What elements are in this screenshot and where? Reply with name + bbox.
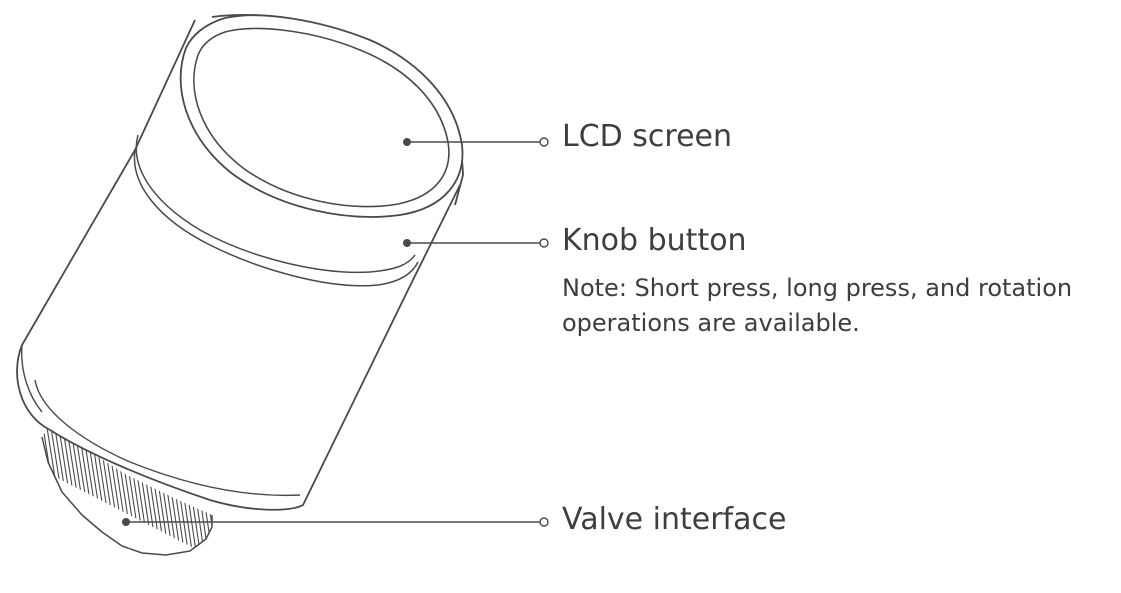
ridge-line xyxy=(71,438,81,490)
knob-button-terminal-circle xyxy=(539,238,549,248)
lcd-screen-anchor-dot xyxy=(403,138,411,146)
ridge-line xyxy=(50,428,60,479)
knob-button-anchor-dot xyxy=(403,239,411,247)
ridge-line xyxy=(46,426,56,477)
anchor-dots xyxy=(122,138,411,526)
ridge-line xyxy=(59,432,69,484)
valve-interface-terminal-circle xyxy=(539,517,549,527)
valve-interface-label: Valve interface xyxy=(562,502,787,537)
callout-lines xyxy=(126,141,540,523)
thermostat-body xyxy=(16,14,464,511)
ridge-line xyxy=(208,504,212,555)
terminal-circles xyxy=(539,137,549,527)
lcd-screen-label: LCD screen xyxy=(562,119,733,154)
ridge-line xyxy=(106,455,116,508)
ridge-line xyxy=(101,453,111,506)
lcd-screen xyxy=(193,27,450,208)
knob-button-note: Note: Short press, long press, and rotat… xyxy=(562,274,1073,337)
ridge-line xyxy=(63,434,73,486)
ridge-line xyxy=(84,444,94,497)
ridge-line xyxy=(110,457,120,510)
ridge-line xyxy=(97,451,107,504)
knob-button-label: Knob button xyxy=(562,223,747,258)
ridge-line xyxy=(80,442,90,495)
ridge-line xyxy=(42,424,43,471)
ridge-line xyxy=(93,448,103,501)
valve-interface-anchor-dot xyxy=(122,518,130,526)
ridge-line xyxy=(88,446,99,499)
ridge-line xyxy=(67,436,77,488)
ridge-line xyxy=(54,430,64,482)
ridge-line xyxy=(76,440,86,493)
lcd-screen-terminal-circle xyxy=(539,137,549,147)
